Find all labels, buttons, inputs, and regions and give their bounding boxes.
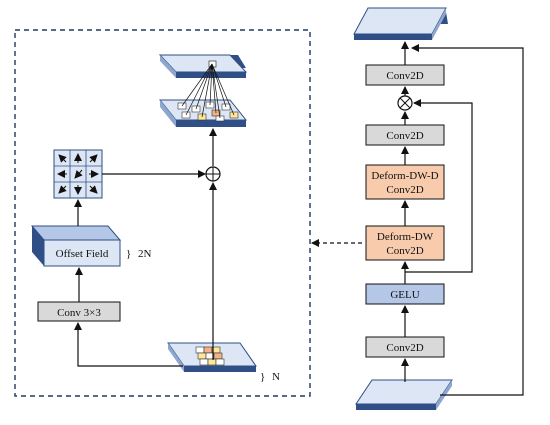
add-operator-icon [205,166,221,182]
offset-field-brace: } [126,248,131,260]
deform-dw-d-line1: Deform-DW-D [371,170,438,182]
offset-arrow-grid [53,149,103,199]
left-panel-connectors [74,128,217,367]
stack-input-plane [355,379,453,410]
deform-dw-d-line2: Conv2D [386,184,423,196]
conv2d-top-label: Conv2D [386,70,423,82]
input-multiplier: N [272,371,280,383]
input-feature-plane [167,342,257,372]
stack-output-plane [353,7,448,40]
detail-dashed-frame [14,29,311,397]
offset-field-block [30,225,122,267]
conv2d-mid-label: Conv2D [386,130,423,142]
sampling-rays [181,63,235,119]
stack-connectors [401,41,524,396]
conv2d-bottom-label: Conv2D [386,342,423,354]
deform-dw-line1: Deform-DW [377,231,434,243]
conv3x3-label: Conv 3×3 [57,307,101,319]
deform-dw-line2: Conv2D [386,245,423,257]
input-brace: } [260,371,265,383]
offset-field-label: Offset Field [56,248,109,260]
deform-dw-box [365,225,445,261]
offset-field-multiplier: 2N [138,248,152,260]
deform-dw-d-box [365,164,445,200]
gelu-label: GELU [390,289,419,301]
multiply-operator-icon [397,95,413,111]
output-feature-plane [158,54,248,78]
